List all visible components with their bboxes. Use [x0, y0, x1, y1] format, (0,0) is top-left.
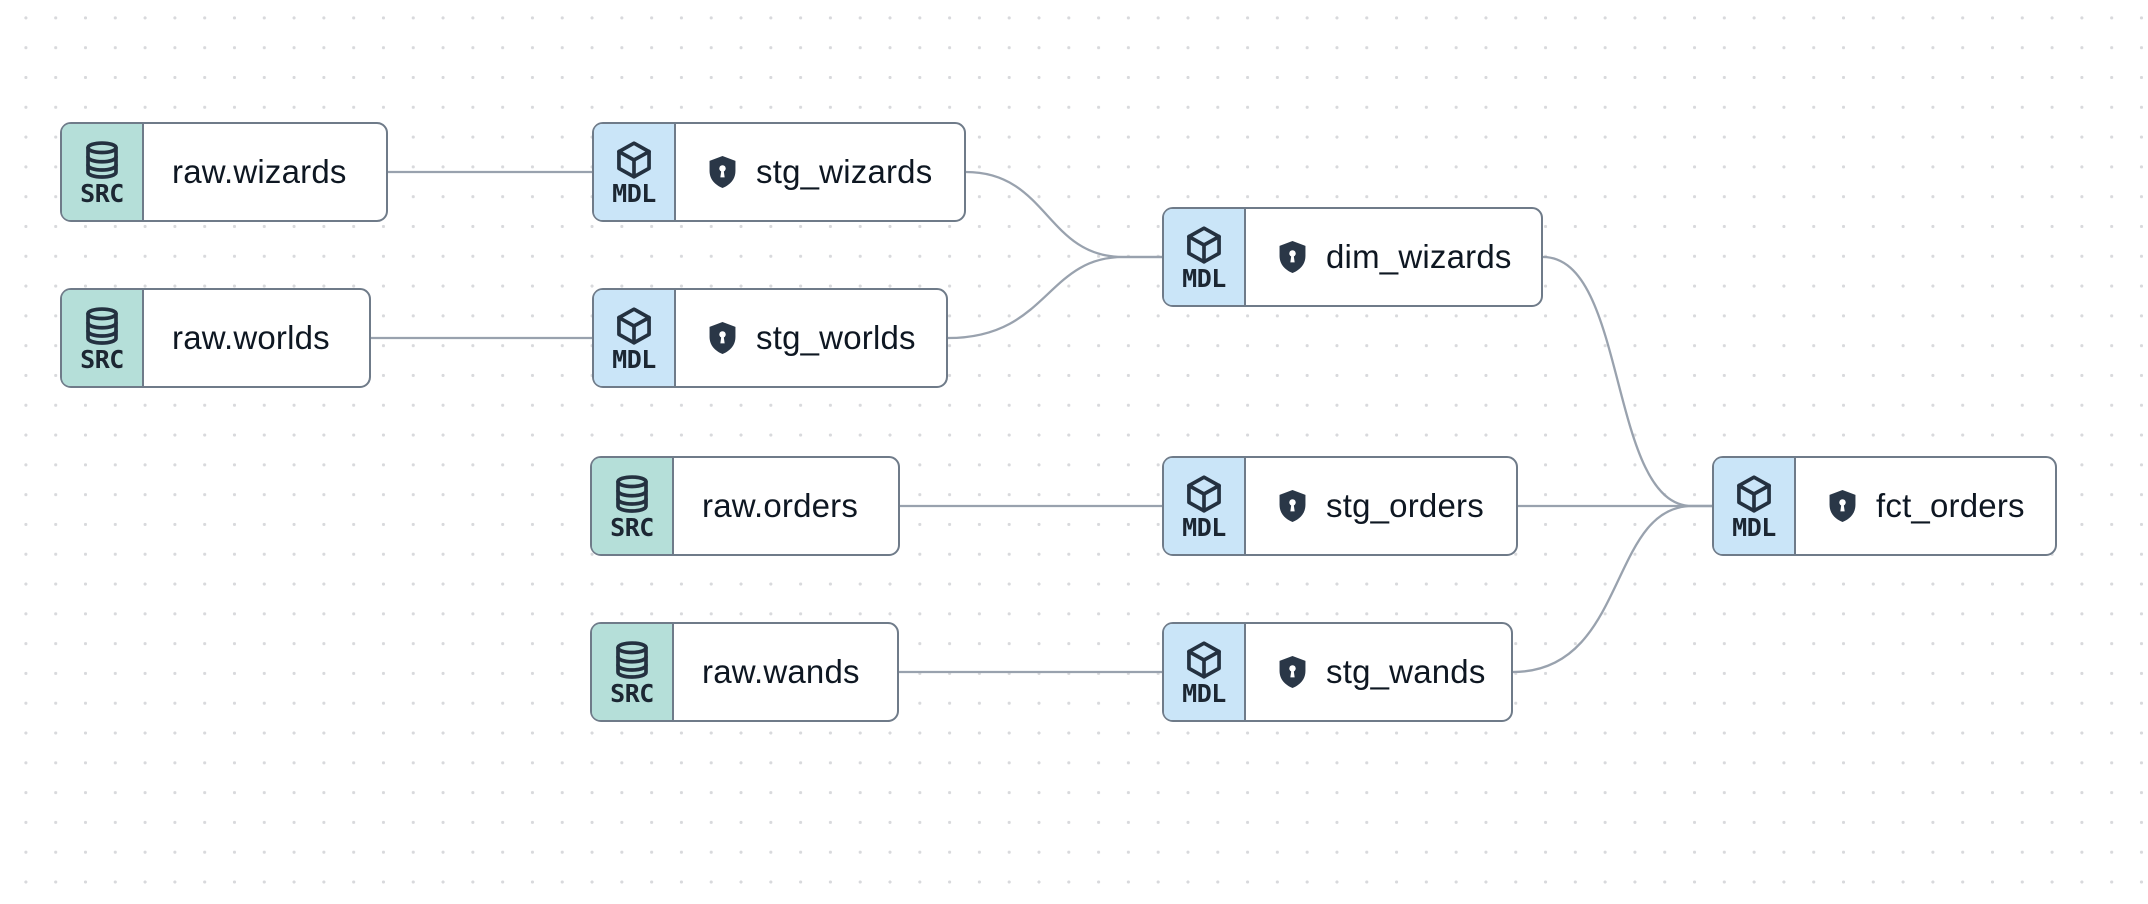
- lineage-node-raw-wands[interactable]: SRC raw.wands: [590, 622, 899, 722]
- node-body: fct_orders: [1796, 458, 2055, 554]
- cube-icon: [1183, 639, 1225, 681]
- lineage-node-raw-orders[interactable]: SRC raw.orders: [590, 456, 900, 556]
- badge-label: SRC: [80, 178, 124, 208]
- node-body: raw.worlds: [144, 290, 369, 386]
- cube-icon: [613, 139, 655, 181]
- node-label: stg_orders: [1326, 487, 1484, 524]
- node-body: raw.orders: [674, 458, 898, 554]
- badge-label: MDL: [1732, 512, 1776, 542]
- node-label: dim_wizards: [1326, 238, 1512, 275]
- badge-label: SRC: [610, 678, 654, 708]
- source-type-badge: SRC: [62, 290, 144, 386]
- model-type-badge: MDL: [594, 124, 676, 220]
- node-body: dim_wizards: [1246, 209, 1541, 305]
- source-type-badge: SRC: [62, 124, 144, 220]
- node-body: raw.wizards: [144, 124, 386, 220]
- shield-keyhole-icon: [1274, 238, 1311, 276]
- lineage-node-stg-wands[interactable]: MDL stg_wands: [1162, 622, 1513, 722]
- source-type-badge: SRC: [592, 458, 674, 554]
- database-icon: [611, 639, 653, 681]
- database-icon: [81, 305, 123, 347]
- source-type-badge: SRC: [592, 624, 674, 720]
- lineage-node-raw-wizards[interactable]: SRC raw.wizards: [60, 122, 388, 222]
- node-label: raw.wands: [702, 653, 860, 690]
- edge-stg-wands-to-fct-orders: [1512, 504, 1712, 674]
- badge-label: SRC: [80, 344, 124, 374]
- badge-label: MDL: [612, 344, 656, 374]
- node-label: stg_worlds: [756, 319, 916, 356]
- badge-label: MDL: [612, 178, 656, 208]
- shield-keyhole-icon: [1274, 653, 1311, 691]
- node-label: raw.worlds: [172, 319, 330, 356]
- cube-icon: [1733, 473, 1775, 515]
- database-icon: [81, 139, 123, 181]
- shield-keyhole-icon: [1274, 487, 1311, 525]
- lineage-node-stg-orders[interactable]: MDL stg_orders: [1162, 456, 1518, 556]
- node-label: raw.wizards: [172, 153, 347, 190]
- lineage-node-dim-wizards[interactable]: MDL dim_wizards: [1162, 207, 1543, 307]
- edge-stg-worlds-to-dim-wizards: [947, 255, 1162, 340]
- cube-icon: [1183, 224, 1225, 266]
- cube-icon: [613, 305, 655, 347]
- badge-label: SRC: [610, 512, 654, 542]
- database-icon: [611, 473, 653, 515]
- node-label: stg_wands: [1326, 653, 1486, 690]
- model-type-badge: MDL: [594, 290, 676, 386]
- node-body: stg_orders: [1246, 458, 1516, 554]
- cube-icon: [1183, 473, 1225, 515]
- model-type-badge: MDL: [1164, 624, 1246, 720]
- lineage-node-fct-orders[interactable]: MDL fct_orders: [1712, 456, 2057, 556]
- model-type-badge: MDL: [1164, 458, 1246, 554]
- lineage-node-stg-wizards[interactable]: MDL stg_wizards: [592, 122, 966, 222]
- badge-label: MDL: [1182, 678, 1226, 708]
- model-type-badge: MDL: [1714, 458, 1796, 554]
- node-label: raw.orders: [702, 487, 859, 524]
- node-body: stg_wands: [1246, 624, 1511, 720]
- badge-label: MDL: [1182, 263, 1226, 293]
- model-type-badge: MDL: [1164, 209, 1246, 305]
- edge-stg-wizards-to-dim-wizards: [965, 170, 1162, 259]
- edge-dim-wizards-to-fct-orders: [1542, 255, 1712, 508]
- node-body: stg_wizards: [676, 124, 964, 220]
- shield-keyhole-icon: [1824, 487, 1861, 525]
- lineage-node-stg-worlds[interactable]: MDL stg_worlds: [592, 288, 948, 388]
- node-body: raw.wands: [674, 624, 897, 720]
- lineage-node-raw-worlds[interactable]: SRC raw.worlds: [60, 288, 371, 388]
- node-body: stg_worlds: [676, 290, 946, 386]
- shield-keyhole-icon: [704, 319, 741, 357]
- node-label: stg_wizards: [756, 153, 933, 190]
- shield-keyhole-icon: [704, 153, 741, 191]
- node-label: fct_orders: [1876, 487, 2025, 524]
- badge-label: MDL: [1182, 512, 1226, 542]
